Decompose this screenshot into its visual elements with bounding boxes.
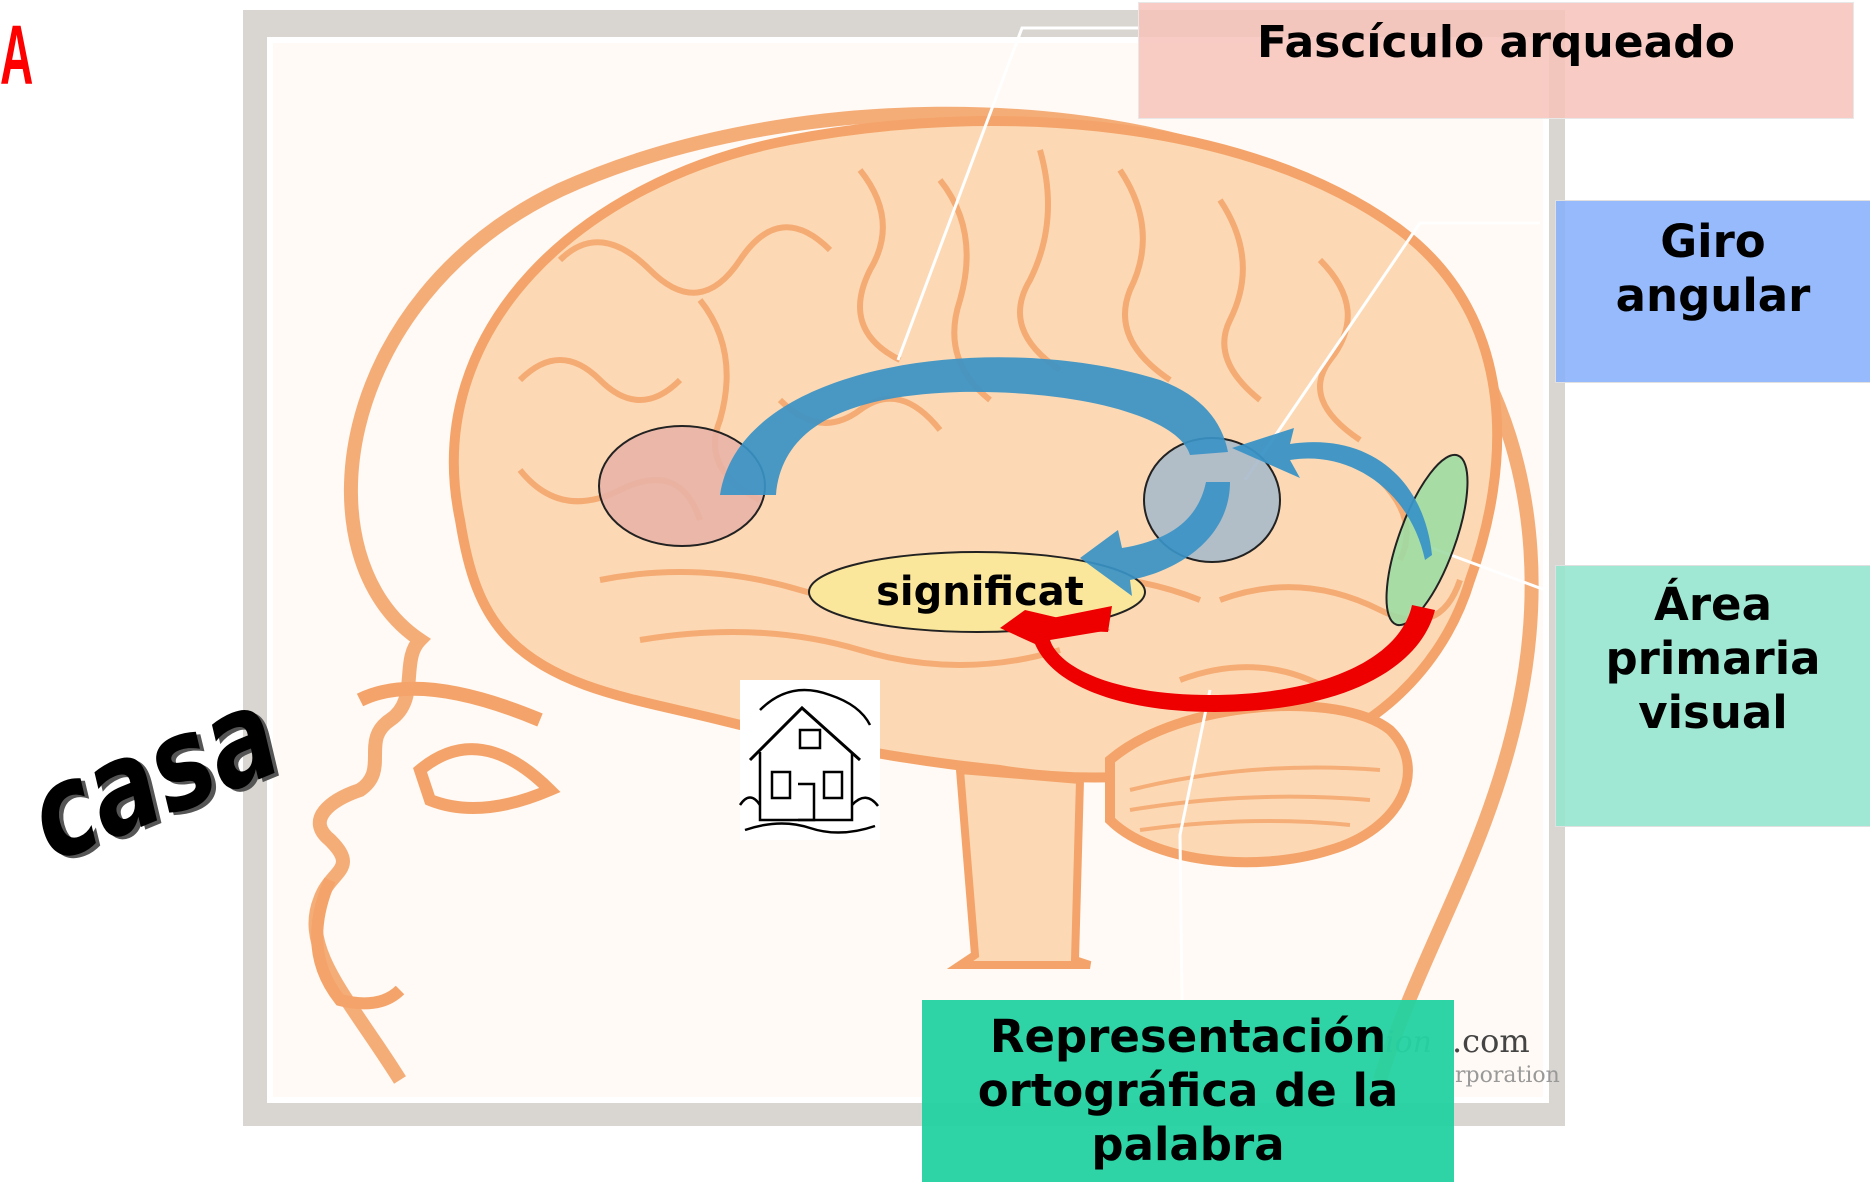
brain-gyri (517, 149, 1463, 693)
watermark-corporation: rporation (1455, 1063, 1560, 1088)
pointer-lines (896, 26, 1546, 1001)
label-fasciculo-arqueado: Fascículo arqueado (1138, 2, 1854, 119)
cerebellum-folds (1129, 765, 1381, 832)
label-significat: significat (876, 569, 1084, 615)
visual-to-angular-arrow (1232, 428, 1432, 560)
angular-to-significat-arrow (1080, 482, 1230, 596)
label-representacion-ortografica: Representación ortográfica de la palabra (922, 1000, 1454, 1182)
label-giro-angular: Giro angular (1555, 200, 1870, 383)
significat-area (808, 551, 1146, 633)
eye-outline (413, 743, 561, 814)
head-outline (308, 106, 1539, 1084)
nose-outline (311, 877, 405, 1010)
house-drawing (738, 680, 880, 840)
label-area-primaria-visual: Área primaria visual (1555, 565, 1870, 827)
arcuate-arrow (720, 357, 1228, 495)
watermark-domain: .com (1452, 1022, 1530, 1060)
brainstem (946, 765, 1092, 969)
corner-letter: A (0, 7, 34, 102)
red-arrow-head (1002, 606, 1112, 632)
brow-outline (356, 681, 543, 727)
visual-to-significat-arrow (1000, 605, 1435, 712)
